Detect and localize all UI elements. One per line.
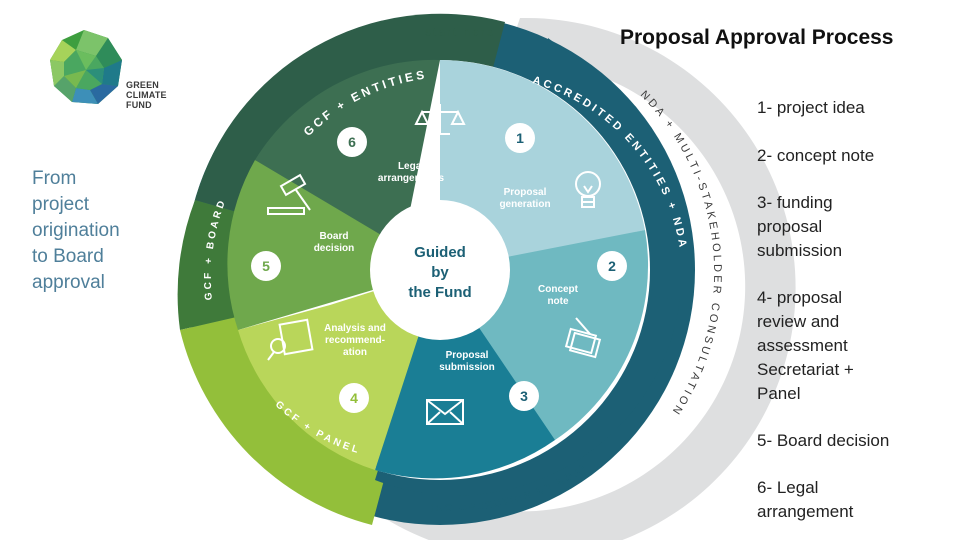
logo-line: GREEN (126, 80, 160, 90)
segment-number: 1 (516, 130, 524, 146)
documents-pen-icon (564, 317, 602, 359)
scales-icon (414, 104, 466, 135)
caption-line: From (32, 168, 77, 189)
segment-label: Legal (398, 161, 424, 172)
arrow-right-icon (528, 38, 556, 50)
segment-label: arrangements (378, 173, 445, 184)
gcf-logo (46, 28, 176, 123)
caption-line: approval (32, 272, 105, 293)
step-line: submission (757, 241, 843, 260)
step-item: 5- Board decision (757, 429, 889, 453)
start-here-label: start here (425, 25, 496, 39)
caption-line: origination (32, 220, 120, 241)
badge-1 (505, 123, 535, 153)
center-line: Guided (414, 244, 466, 261)
segment-label: Concept (538, 284, 579, 295)
segment-label: Analysis and (324, 323, 386, 334)
segment-number: 6 (348, 134, 356, 150)
segment-label: Board (320, 231, 349, 242)
segment-label: generation (499, 199, 550, 210)
step-line: arrangement (757, 502, 854, 521)
step-item: 1- project idea (757, 96, 865, 120)
segment-label: recommend- (325, 335, 385, 346)
step-line: 1- project idea (757, 98, 865, 117)
left-caption: From project origination to Board approv… (32, 166, 162, 296)
step-item: 4- proposal review and assessment Secret… (757, 286, 854, 406)
magnifier-document-icon (267, 318, 314, 361)
step-line: proposal (757, 217, 823, 236)
caption-line: to Board (32, 246, 104, 267)
badge-4 (339, 383, 369, 413)
badge-6 (337, 127, 367, 157)
step-line: 5- Board decision (757, 431, 890, 450)
logo-line: CLIMATE (126, 90, 167, 100)
segment-label: Proposal (446, 350, 489, 361)
globe-icon (50, 30, 122, 104)
center-line: by (431, 264, 449, 281)
segment-label: submission (439, 362, 495, 373)
segment-number: 3 (520, 388, 528, 404)
step-line: 3- funding (757, 193, 833, 212)
page-title: Proposal Approval Process (620, 26, 894, 49)
lightbulb-icon (575, 171, 601, 208)
step-line: review and (757, 312, 840, 331)
gavel-icon (267, 173, 311, 215)
badge-5 (251, 251, 281, 281)
segment-5 (227, 160, 440, 330)
step-item: 6- Legal arrangement (757, 476, 853, 524)
step-line: Panel (757, 384, 801, 403)
segment-number: 2 (608, 258, 616, 274)
segment-label: note (547, 296, 569, 307)
step-line: assessment (757, 336, 848, 355)
segment-1 (440, 60, 645, 270)
step-item: 3- funding proposal submission (757, 191, 842, 263)
badge-3 (509, 381, 539, 411)
segment-4 (238, 270, 440, 470)
segment-label: Proposal (504, 187, 547, 198)
center-circle (370, 200, 510, 340)
step-line: Secretariat + (757, 360, 854, 379)
step-line: 2- concept note (757, 146, 875, 165)
step-line: 4- proposal (757, 288, 843, 307)
segment-label: decision (314, 243, 355, 254)
badge-2 (597, 251, 627, 281)
segment-number: 4 (350, 390, 358, 406)
center-line: the Fund (408, 284, 471, 301)
envelope-icon (426, 399, 464, 425)
logo-wordmark: GREEN CLIMATE FUND (126, 80, 167, 110)
caption-line: project (32, 194, 90, 215)
segment-number: 5 (262, 258, 270, 274)
segment-label: ation (343, 347, 367, 358)
step-item: 2- concept note (757, 144, 874, 168)
logo-line: FUND (126, 100, 152, 110)
step-line: 6- Legal (757, 478, 819, 497)
